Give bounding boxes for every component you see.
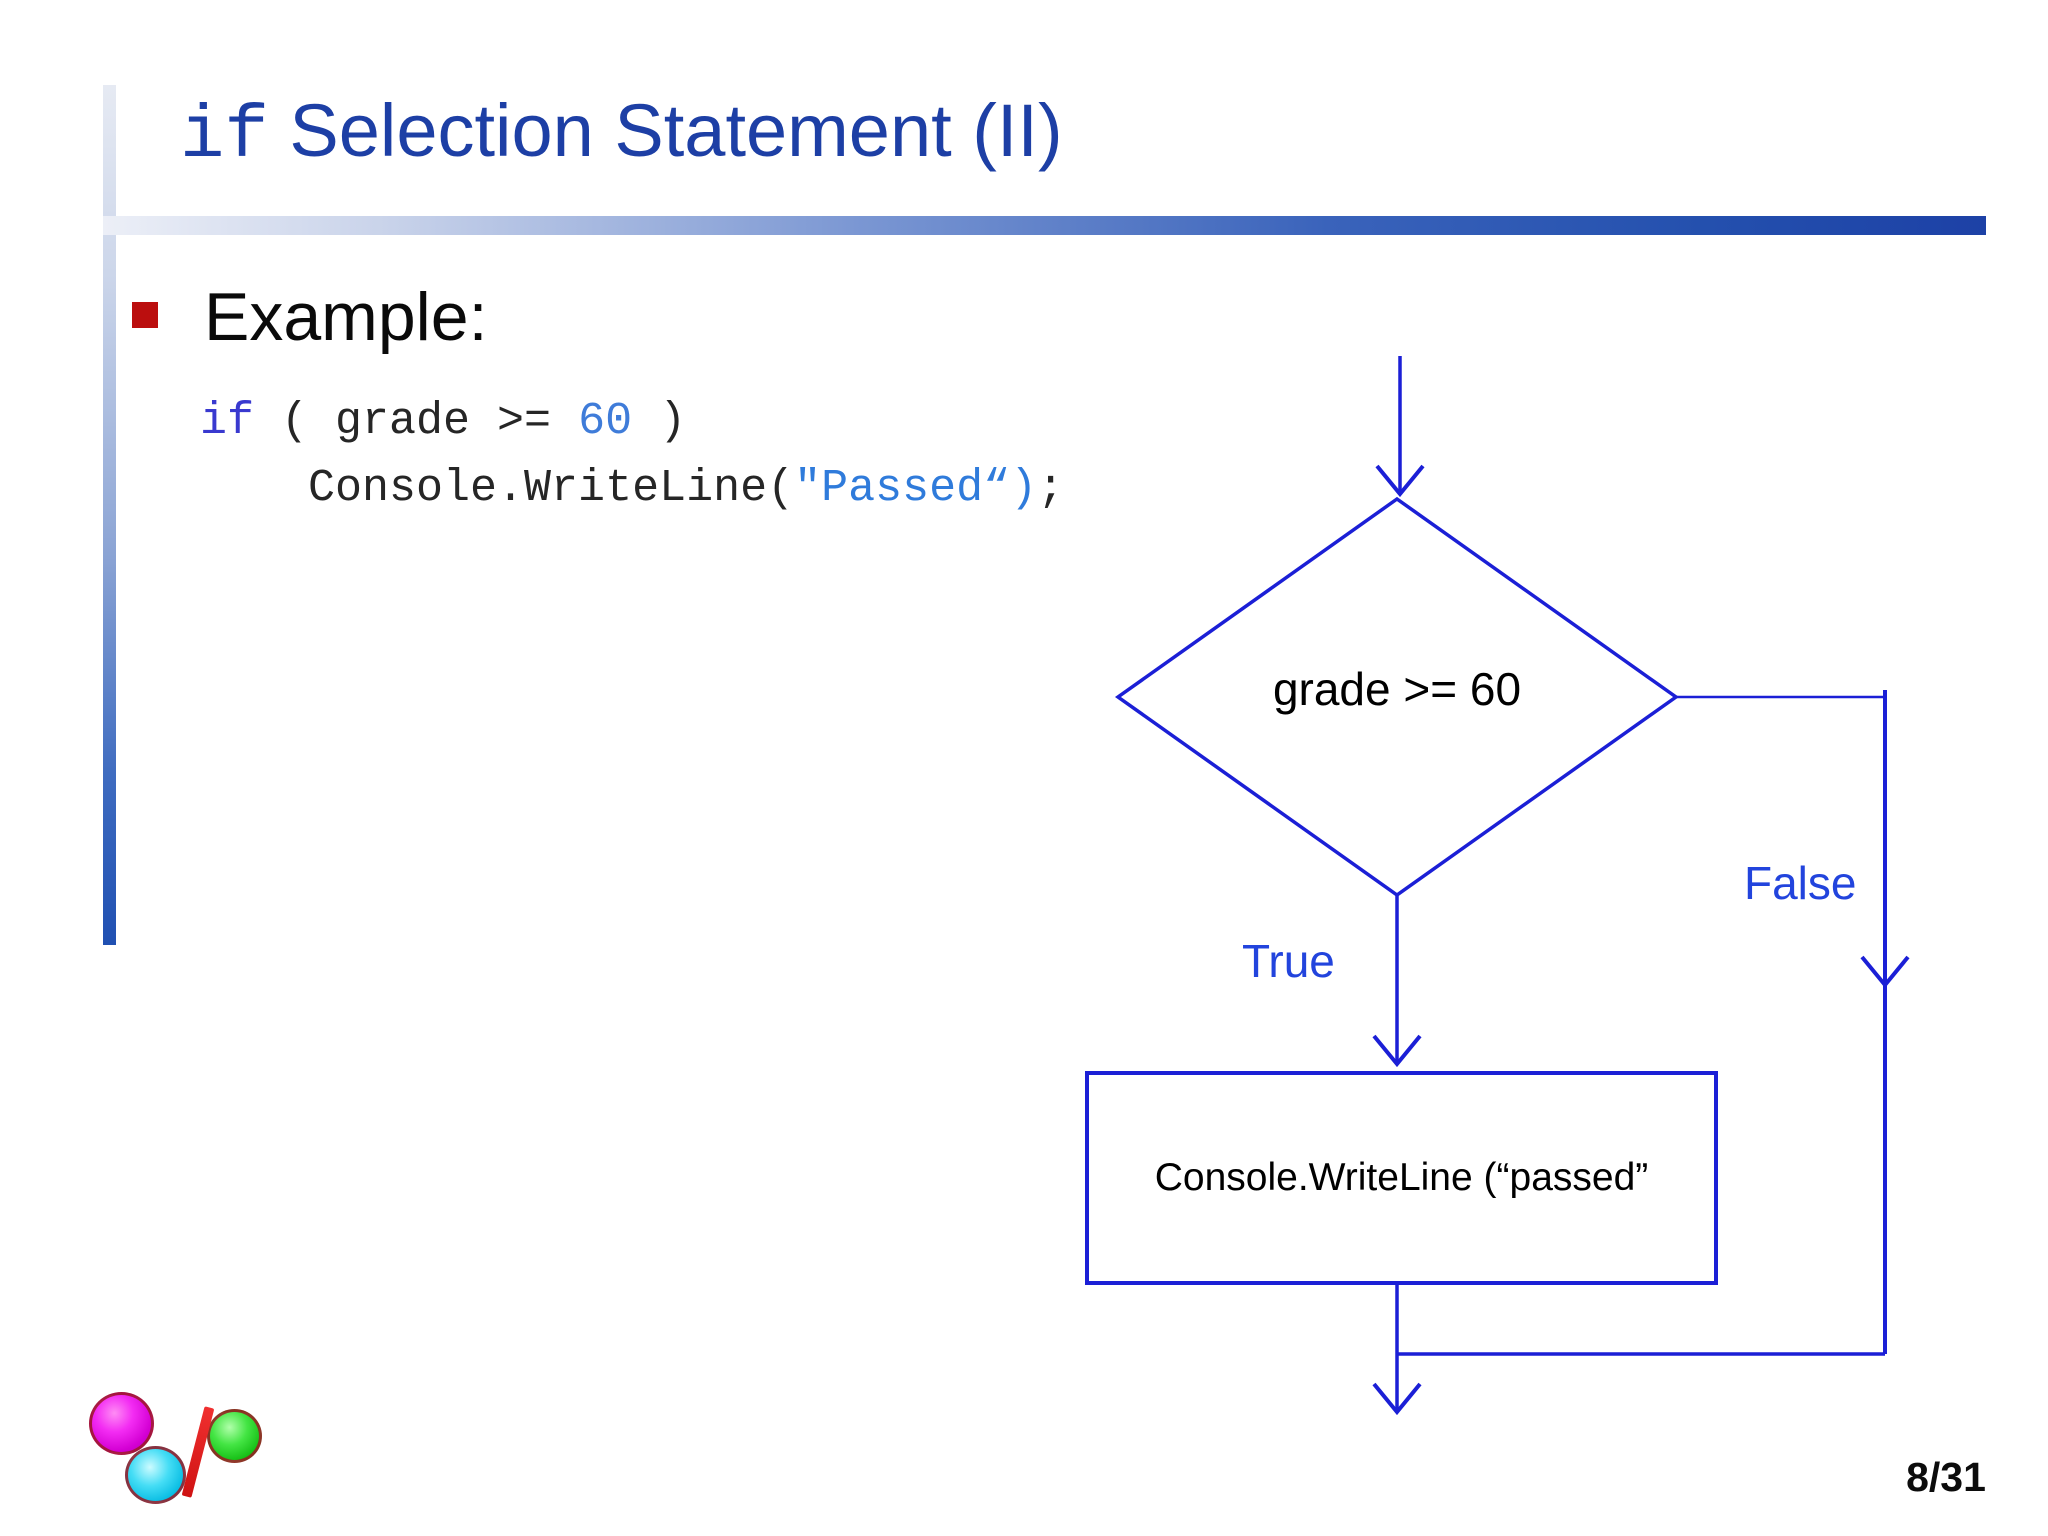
title-text: Selection Statement (II)	[268, 89, 1063, 172]
true-arrowhead-icon	[1372, 1034, 1422, 1068]
code-block: if ( grade >= 60 ) Console.WriteLine("Pa…	[200, 388, 1064, 522]
logo-cyan-circle-icon	[125, 1446, 186, 1504]
code-condition: ( grade >=	[254, 396, 579, 447]
page-title: if Selection Statement (II)	[180, 88, 1063, 179]
page-number: 8/31	[1906, 1454, 1986, 1500]
example-heading: Example:	[204, 279, 488, 355]
exit-arrowhead-icon	[1372, 1382, 1422, 1416]
code-string-literal: "Passed“	[794, 463, 1011, 514]
process-box: Console.WriteLine (“passed”	[1085, 1071, 1718, 1285]
true-branch-label: True	[1242, 935, 1335, 987]
code-line-1: if ( grade >= 60 )	[200, 388, 1064, 455]
title-underline-bar	[103, 216, 1986, 235]
code-keyword-if: if	[200, 396, 255, 447]
entry-arrowhead-icon	[1375, 464, 1425, 498]
code-number-literal: 60	[578, 396, 633, 447]
code-line-2: Console.WriteLine("Passed“);	[200, 455, 1064, 522]
title-keyword: if	[180, 95, 269, 179]
logo-magenta-circle-icon	[89, 1392, 154, 1455]
process-box-label: Console.WriteLine (“passed”	[1154, 1156, 1649, 1199]
left-accent-bar	[103, 85, 116, 945]
bullet-square	[132, 302, 158, 328]
code-call: Console.WriteLine(	[200, 463, 795, 514]
code-paren: )	[1010, 463, 1038, 514]
false-arrowhead-icon	[1860, 955, 1910, 989]
logo-green-circle-icon	[207, 1409, 262, 1463]
false-branch-label: False	[1744, 857, 1857, 909]
decision-condition-label: grade >= 60	[1272, 663, 1522, 715]
code-close-paren: )	[632, 396, 687, 447]
code-semicolon: ;	[1037, 463, 1065, 514]
